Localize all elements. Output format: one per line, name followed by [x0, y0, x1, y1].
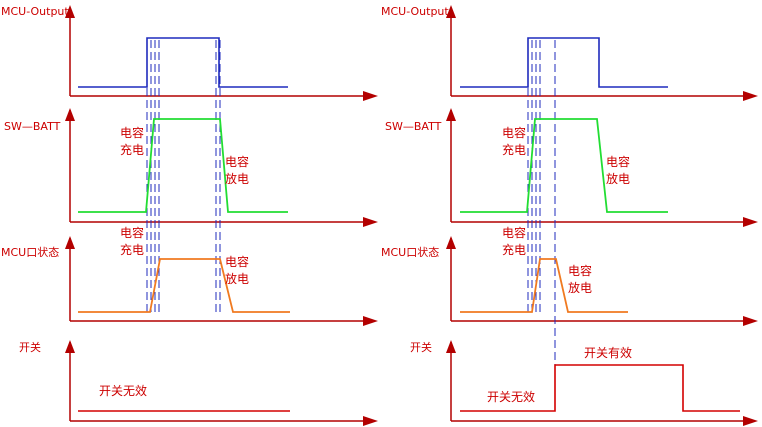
- right-mcu-port-waveform: [460, 258, 628, 313]
- left-guide-lines: [146, 40, 221, 315]
- left-note-port-discharge-line1: 电容: [225, 254, 249, 269]
- right-diagram: MCU-Output SW—BATT MCU口状态 开关 电容 充电 电容 放电…: [381, 5, 758, 426]
- left-note-batt-discharge-line1: 电容: [225, 154, 249, 169]
- right-sw-batt-axes: [446, 108, 758, 227]
- right-note-batt-discharge-line1: 电容: [606, 154, 630, 169]
- right-switch-axes: [446, 340, 758, 426]
- right-label-mcu-output: MCU-Output: [381, 5, 449, 18]
- left-note-port-discharge-line2: 放电: [225, 271, 249, 286]
- left-sw-batt-waveform: [78, 118, 288, 213]
- left-note-port-charge-line1: 电容: [120, 225, 144, 240]
- right-note-switch-valid: 开关有效: [584, 345, 632, 360]
- left-note-batt-charge-line1: 电容: [120, 125, 144, 140]
- left-note-batt-charge-line2: 充电: [120, 142, 144, 157]
- right-note-batt-charge-line1: 电容: [502, 125, 526, 140]
- left-mcu-port-waveform: [78, 258, 290, 313]
- right-note-batt-discharge-line2: 放电: [606, 171, 630, 186]
- left-label-switch: 开关: [19, 340, 41, 354]
- left-sw-batt-axes: [65, 108, 378, 227]
- left-label-mcu-port: MCU口状态: [1, 245, 59, 259]
- right-label-mcu-port: MCU口状态: [381, 245, 439, 259]
- left-label-mcu-output: MCU-Output: [1, 5, 69, 18]
- right-sw-batt-waveform: [460, 118, 668, 213]
- left-note-batt-discharge-line2: 放电: [225, 171, 249, 186]
- left-switch-axes: [65, 340, 378, 426]
- right-note-port-charge-line2: 充电: [502, 242, 526, 257]
- right-mcu-output-axes: [446, 5, 758, 101]
- right-label-sw-batt: SW—BATT: [385, 120, 442, 133]
- right-note-port-discharge-line2: 放电: [568, 280, 592, 295]
- left-mcu-output-waveform: [78, 37, 288, 88]
- right-note-port-discharge-line1: 电容: [568, 263, 592, 278]
- right-switch-waveform: [460, 364, 740, 412]
- right-note-port-charge-line1: 电容: [502, 225, 526, 240]
- left-mcu-port-axes: [65, 236, 378, 326]
- right-label-switch: 开关: [410, 340, 432, 354]
- right-note-batt-charge-line2: 充电: [502, 142, 526, 157]
- left-note-switch-invalid: 开关无效: [99, 383, 147, 398]
- left-mcu-output-axes: [65, 5, 378, 101]
- right-note-switch-invalid: 开关无效: [487, 389, 535, 404]
- left-note-port-charge-line2: 充电: [120, 242, 144, 257]
- right-guide-lines: [527, 40, 556, 412]
- left-diagram: MCU-Output SW—BATT MCU口状态 开关 电容 充电 电容 放电…: [1, 5, 378, 426]
- right-mcu-port-axes: [446, 236, 758, 326]
- right-mcu-output-waveform: [460, 37, 668, 88]
- left-label-sw-batt: SW—BATT: [4, 120, 61, 133]
